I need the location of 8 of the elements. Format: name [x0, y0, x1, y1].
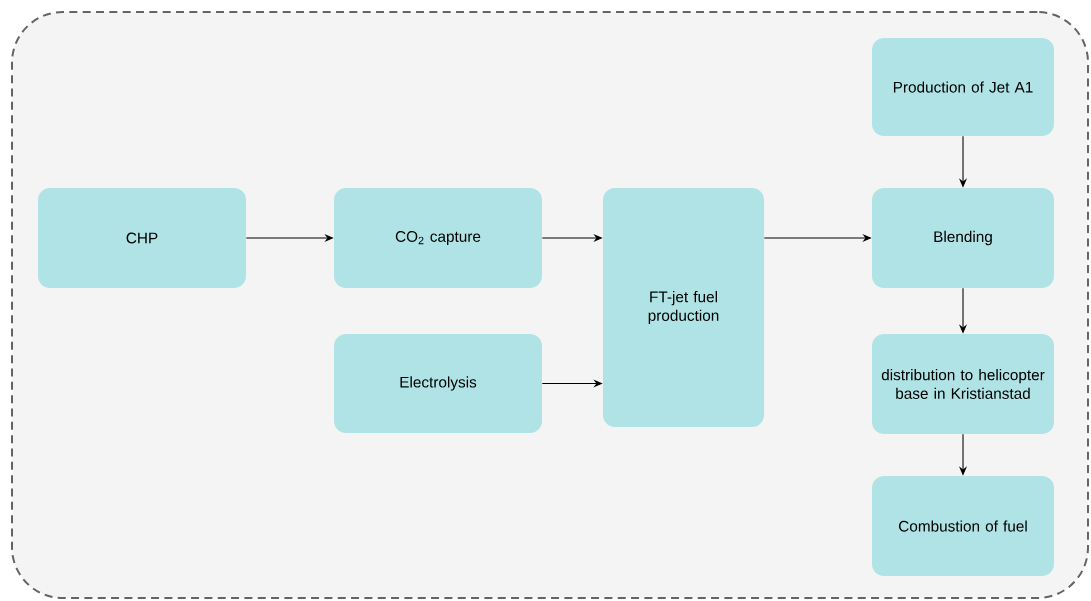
process-box: CHP: [38, 188, 246, 288]
process-box: distribution to helicopter base in Kristianstad: [872, 334, 1054, 434]
process-box: FT-jet fuel production: [603, 188, 765, 427]
process-box: CO$_{2}$ capture: [334, 188, 542, 288]
process-box: Blending: [872, 188, 1054, 288]
process-box: Electrolysis: [334, 334, 542, 433]
process-box: Combustion of fuel: [872, 476, 1054, 576]
process-box: Production of Jet A1: [872, 38, 1054, 136]
